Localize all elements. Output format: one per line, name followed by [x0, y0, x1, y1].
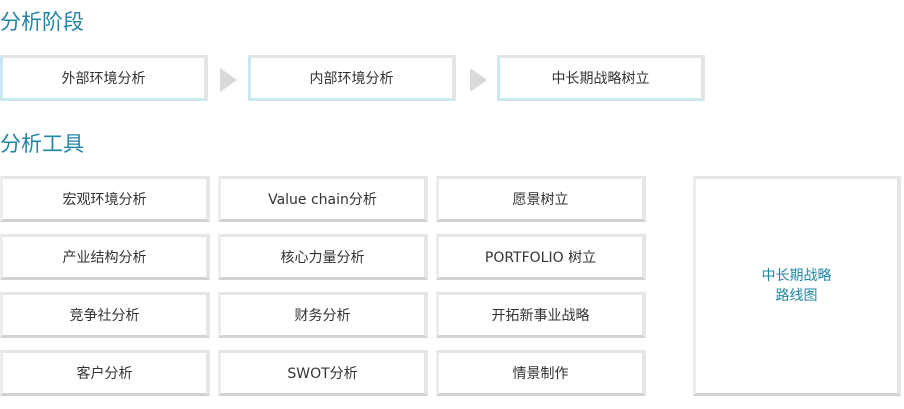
analysis-tools-title: 分析工具: [0, 132, 84, 156]
tool-industry-structure: 产业结构分析: [0, 234, 210, 280]
tool-core-competence: 核心力量分析: [218, 234, 428, 280]
tool-portfolio: PORTFOLIO 树立: [436, 234, 646, 280]
arrow-right-icon: [220, 68, 237, 92]
analysis-stage-title: 分析阶段: [0, 10, 84, 34]
tool-macro-environment: 宏观环境分析: [0, 176, 210, 222]
roadmap-line-1: 中长期战略: [761, 268, 832, 284]
stage-internal-analysis: 内部环境分析: [248, 55, 456, 101]
tool-customer-analysis: 客户分析: [0, 350, 210, 396]
tool-value-chain: Value chain分析: [218, 176, 428, 222]
tool-financial-analysis: 财务分析: [218, 292, 428, 338]
tool-scenario-planning: 情景制作: [436, 350, 646, 396]
tool-vision: 愿景树立: [436, 176, 646, 222]
tool-swot-analysis: SWOT分析: [218, 350, 428, 396]
roadmap-box: 中长期战略 路线图: [693, 176, 901, 396]
arrow-right-icon: [470, 68, 487, 92]
roadmap-line-2: 路线图: [775, 288, 818, 304]
tool-competitor-analysis: 竞争社分析: [0, 292, 210, 338]
tool-new-business-strategy: 开拓新事业战略: [436, 292, 646, 338]
stage-external-analysis: 外部环境分析: [0, 55, 208, 101]
stage-long-term-strategy: 中长期战略树立: [497, 55, 705, 101]
